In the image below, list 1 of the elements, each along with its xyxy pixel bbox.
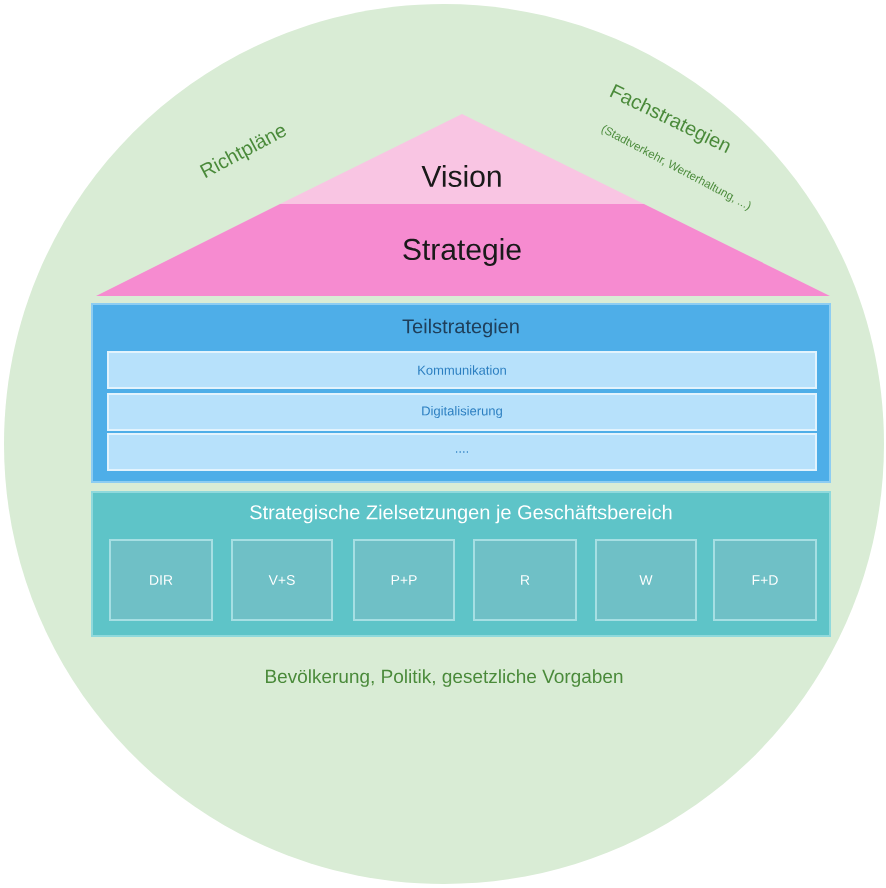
context-label: Bevölkerung, Politik, gesetzliche Vorgaben [266,669,623,687]
